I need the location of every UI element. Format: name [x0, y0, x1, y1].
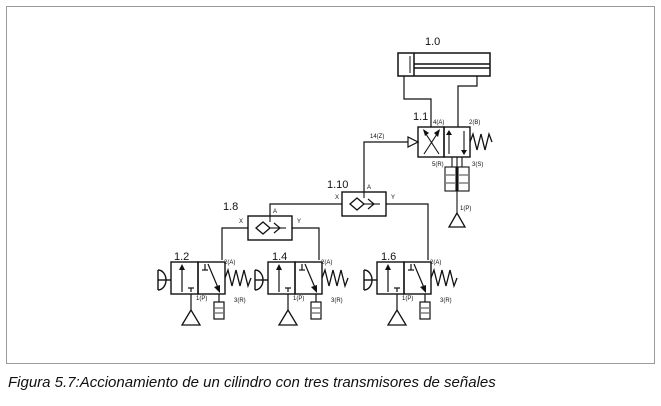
port-shuttle-left-a: A: [273, 209, 277, 215]
label-main-valve: 1.1: [413, 111, 428, 123]
signal-lines: [221, 141, 429, 260]
port-valve-b-2: 2(A): [321, 260, 332, 266]
port-valve-c-2: 2(A): [430, 260, 441, 266]
main-valve-1-1: [407, 126, 493, 228]
label-cylinder: 1.0: [425, 36, 440, 48]
port-main-2: 2(B): [469, 120, 480, 126]
port-valve-a-1: 1(P): [196, 296, 207, 302]
port-valve-a-2: 2(A): [224, 260, 235, 266]
label-shuttle-main: 1.10: [327, 179, 348, 191]
label-valve-c: 1.6: [381, 251, 396, 263]
port-shuttle-main-x: X: [335, 195, 339, 201]
figure-caption: Figura 5.7:Accionamiento de un cilindro …: [8, 374, 496, 391]
port-shuttle-left-x: X: [239, 219, 243, 225]
port-main-5: 5(R): [432, 162, 444, 168]
port-shuttle-left-y: Y: [297, 219, 301, 225]
label-valve-a: 1.2: [174, 251, 189, 263]
port-shuttle-main-y: Y: [391, 195, 395, 201]
label-valve-b: 1.4: [272, 251, 287, 263]
figure-frame: [6, 6, 655, 364]
cylinder-lines: [403, 76, 478, 127]
port-valve-a-3: 3(R): [234, 298, 246, 304]
port-main-4: 4(A): [433, 120, 444, 126]
port-main-3: 3(S): [472, 162, 483, 168]
port-valve-c-1: 1(P): [402, 296, 413, 302]
port-main-1: 1(P): [460, 206, 471, 212]
port-valve-b-1: 1(P): [293, 296, 304, 302]
cylinder-1-0: [397, 52, 491, 77]
label-shuttle-left: 1.8: [223, 201, 238, 213]
port-main-14: 14(Z): [370, 134, 384, 140]
port-shuttle-main-a: A: [367, 185, 371, 191]
port-valve-c-3: 3(R): [440, 298, 452, 304]
port-valve-b-3: 3(R): [331, 298, 343, 304]
